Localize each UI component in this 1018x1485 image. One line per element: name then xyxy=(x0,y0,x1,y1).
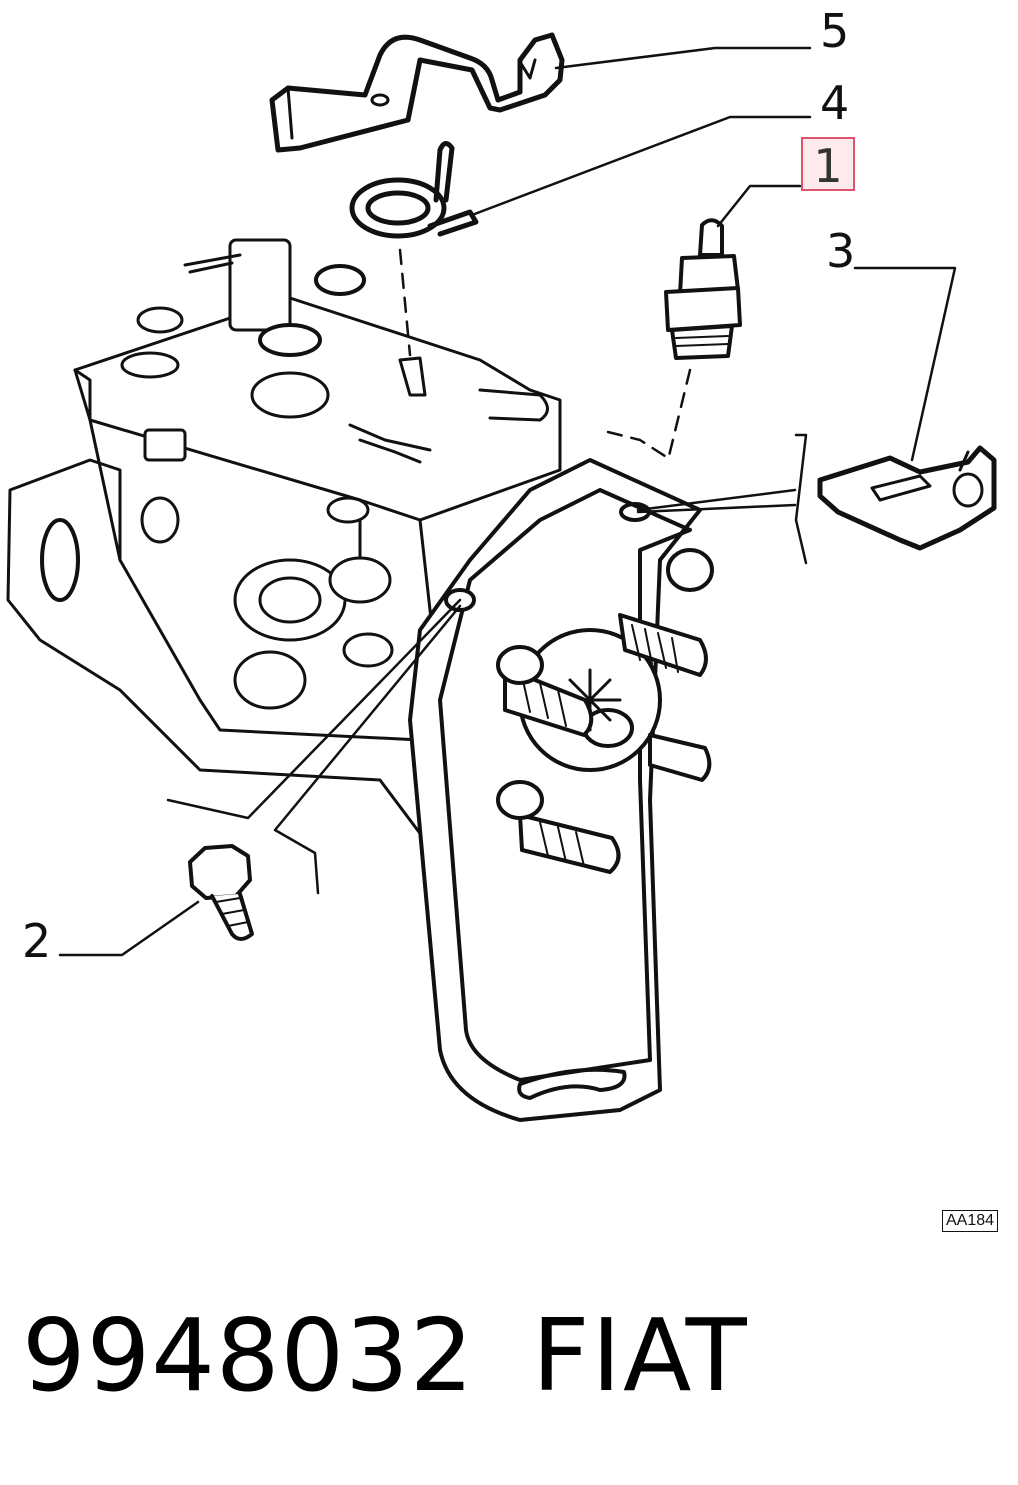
mounting-flange xyxy=(408,458,714,1122)
spring-part-4 xyxy=(349,141,479,239)
injection-pump-body xyxy=(6,238,562,862)
callout-label-2: 2 xyxy=(22,914,52,968)
leader-lines xyxy=(58,46,957,957)
outlet-fitting xyxy=(503,613,712,874)
exploded-parts-diagram xyxy=(6,32,997,1122)
sensor-part-1 xyxy=(664,218,742,360)
callout-label-5: 5 xyxy=(820,4,850,58)
callout-label-1-highlighted: 1 xyxy=(801,137,855,191)
callout-label-4: 4 xyxy=(820,76,850,130)
bracket-part-5 xyxy=(269,32,565,153)
brand-name: FIAT xyxy=(532,1297,749,1414)
bolt-part-2 xyxy=(188,844,254,941)
callout-label-3: 3 xyxy=(826,224,856,278)
part-number: 9948032 xyxy=(22,1297,475,1414)
diagram-reference-code: AA184 xyxy=(942,1210,999,1232)
dashed-guides xyxy=(398,248,692,462)
plate-part-3 xyxy=(817,445,997,551)
